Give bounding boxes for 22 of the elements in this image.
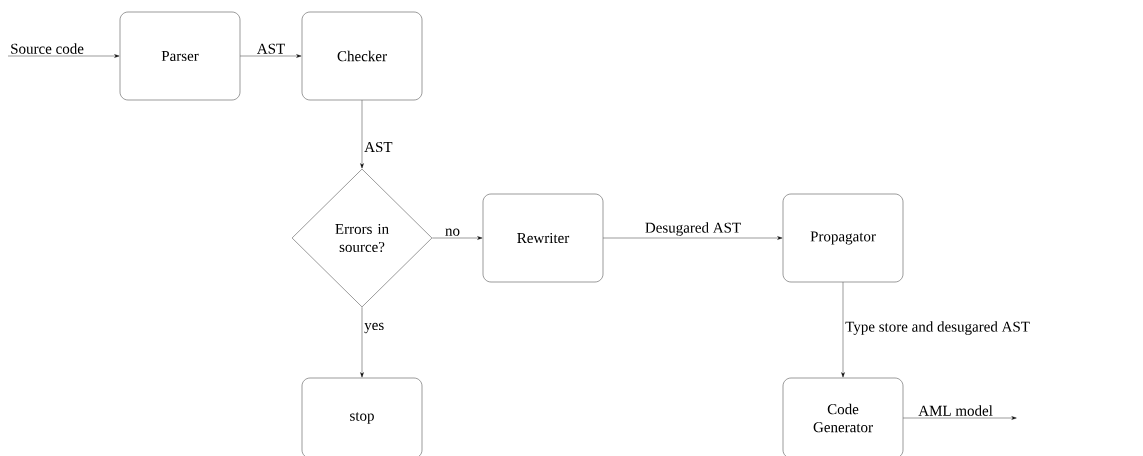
edge-label: no [445, 228, 460, 236]
arrow [7, 54, 120, 58]
edge-label: AML model [918, 405, 993, 416]
arrow [432, 236, 483, 240]
edge-label: AST [364, 141, 393, 153]
process-box: Propagator [782, 193, 904, 283]
process-box: Rewriter [482, 193, 604, 283]
arrow [240, 54, 302, 58]
arrow [360, 100, 364, 169]
arrow [603, 236, 783, 240]
edge-label: AST [257, 43, 285, 54]
arrow [903, 416, 1017, 420]
process-box: Parser [119, 11, 241, 101]
arrow [841, 282, 845, 378]
edge-label: Type store and desugared AST [845, 321, 1030, 335]
arrow [360, 307, 364, 378]
edge-label: yes [364, 322, 384, 334]
edge-label: Desugared AST [645, 222, 741, 236]
process-box: Checker [301, 11, 423, 101]
edge-label: Source code [11, 43, 84, 54]
process-box: stop [301, 377, 423, 456]
process-box: Code Generator [782, 377, 904, 456]
